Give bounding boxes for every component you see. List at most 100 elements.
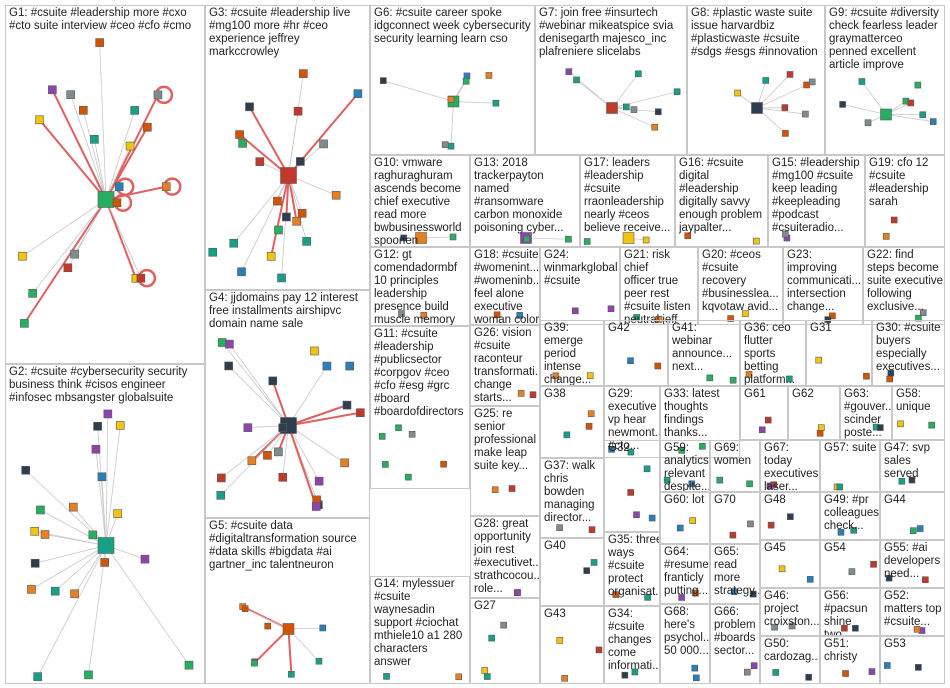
node: [98, 473, 106, 481]
node: [279, 473, 287, 481]
edge: [757, 108, 805, 114]
node: [898, 421, 904, 427]
cluster-label: G57: suite: [824, 442, 876, 455]
cluster-label: G22: find steps become suite executive f…: [867, 249, 943, 314]
node: [649, 515, 655, 521]
node: [807, 576, 813, 582]
cluster-label: G7: join free #insurtech #webinar mikeat…: [539, 7, 673, 59]
node: [248, 457, 256, 465]
cluster-g67: G67: today executives laser...: [760, 440, 820, 492]
node: [677, 525, 683, 531]
node: [818, 425, 824, 431]
node: [141, 555, 149, 563]
node: [751, 663, 757, 669]
node: [849, 569, 855, 575]
cluster-label: G34: #csuite changes come informati...: [608, 608, 660, 673]
cluster-label: G12: gt comendadormbf 10 principles lead…: [374, 249, 457, 326]
cluster-g51: G51: christy: [820, 636, 880, 684]
cluster-g43: G43: [540, 606, 604, 684]
node: [631, 107, 637, 113]
node: [840, 101, 846, 107]
cluster-g45: G45: [760, 540, 820, 588]
node: [782, 105, 788, 111]
cluster-g2: G2: #csuite #cybersecurity security busi…: [5, 364, 205, 684]
node: [915, 82, 921, 88]
node: [735, 90, 741, 96]
node: [31, 527, 39, 535]
node: [209, 248, 217, 256]
cluster-label: G52: matters top #csuite...: [884, 590, 942, 629]
node: [71, 250, 79, 258]
node: [730, 377, 736, 383]
node: [323, 362, 331, 370]
cluster-label: G17: leaders #leadership #csuite rraonle…: [584, 157, 670, 235]
cluster-label: G63: #gouver... scinder poste...: [844, 388, 892, 440]
node: [493, 100, 499, 106]
edge: [106, 414, 108, 546]
cluster-label: G9: #csuite #diversity check fearless le…: [829, 7, 939, 72]
cluster-label: G48: [764, 494, 786, 507]
node: [409, 431, 415, 437]
edge: [454, 102, 496, 104]
node: [929, 422, 935, 428]
node: [218, 339, 226, 347]
node: [730, 532, 736, 538]
cluster-g40: G40: [540, 538, 604, 606]
cluster-label: G26: vision #csuite raconteur transforma…: [474, 327, 540, 405]
node: [282, 213, 290, 221]
cluster-label: G69: women: [714, 442, 751, 468]
cluster-label: G53: [884, 638, 906, 651]
node: [608, 306, 614, 312]
edge: [289, 176, 307, 242]
node: [69, 503, 77, 511]
node: [405, 474, 411, 480]
edge: [22, 200, 106, 257]
node: [296, 157, 304, 165]
node: [635, 71, 641, 77]
cluster-label: G8: #plastic waste suite issue harvardbi…: [691, 7, 818, 59]
node: [456, 674, 462, 680]
node: [115, 183, 123, 191]
node: [315, 477, 323, 485]
cluster-label: G68: here's psychol... 50 000...: [664, 606, 710, 658]
node: [809, 79, 815, 85]
node: [817, 430, 823, 436]
cluster-label: G14: mylessuer #csuite waynesadin suppor…: [374, 578, 462, 669]
cluster-g56: G56: #pacsun shine two...: [820, 588, 880, 636]
node: [294, 107, 302, 115]
node: [930, 119, 936, 125]
cluster-g15: G15: #leadership #mg100 #csuite keep lea…: [768, 155, 865, 247]
node: [883, 233, 889, 239]
cluster-g61: G61: [740, 386, 788, 440]
node: [379, 433, 385, 439]
cluster-label: G16: #csuite digital #leadership digital…: [679, 157, 762, 235]
node: [627, 358, 633, 364]
node: [320, 625, 326, 631]
cluster-g10: G10: vmware raghuraghuram ascends become…: [370, 155, 470, 247]
cluster-label: G4: jjdomains pay 12 interest free insta…: [209, 292, 358, 331]
node: [384, 673, 390, 679]
cluster-label: G30: #csuite buyers especially executive…: [876, 322, 941, 374]
cluster-label: G59: analytics relevant despite...: [664, 442, 710, 492]
node: [448, 96, 454, 102]
node: [332, 191, 340, 199]
node: [816, 357, 822, 363]
node: [884, 662, 890, 668]
node: [230, 239, 238, 247]
edge: [289, 426, 345, 463]
cluster-label: G39: emerge period intense change...: [544, 322, 591, 386]
cluster-label: G38: [544, 388, 566, 401]
cluster-g9: G9: #csuite #diversity check fearless le…: [825, 5, 945, 155]
edge: [289, 413, 361, 426]
node: [113, 199, 121, 207]
node: [524, 236, 530, 242]
cluster-g35: G35: three ways #csuite protect organisa…: [604, 532, 660, 606]
cluster-g3: G3: #csuite #leadership live #mg100 more…: [205, 5, 370, 290]
node: [185, 661, 193, 669]
node: [564, 432, 570, 438]
edge: [289, 426, 317, 507]
node: [41, 530, 49, 538]
node: [717, 477, 723, 483]
node: [441, 461, 447, 467]
node: [557, 637, 563, 643]
